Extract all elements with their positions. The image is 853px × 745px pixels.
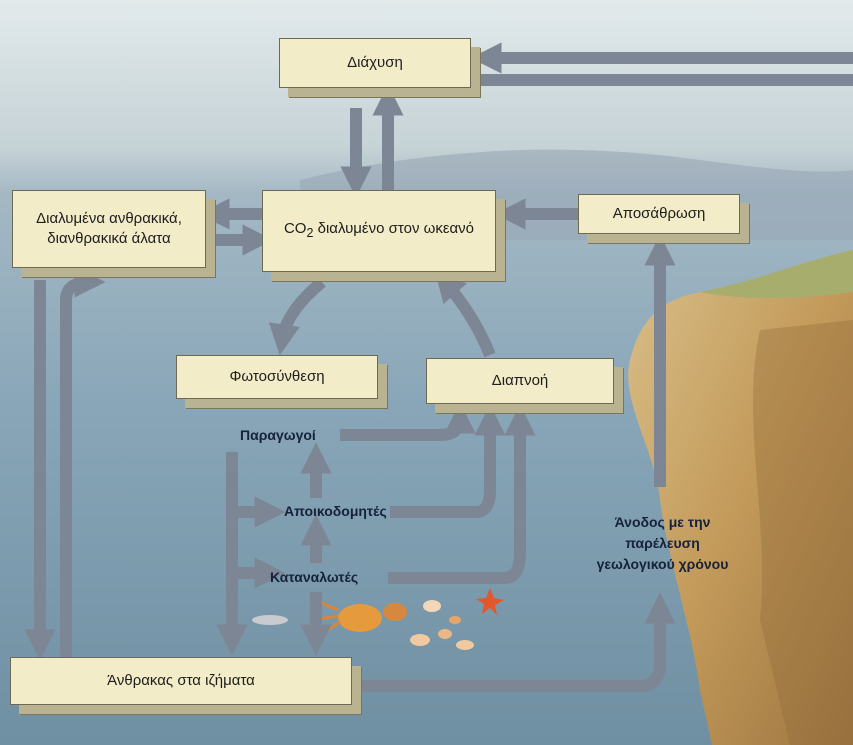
arrow-producers-to-respiration <box>340 402 476 441</box>
respiration-label: Διαπνοή <box>491 372 549 389</box>
consumers-label: Καταναλωτές <box>270 569 359 585</box>
co2-prefix: CO <box>283 220 307 237</box>
dissolved-carbonates-label: Διαλυμένα ανθρακικά, διανθρακικά άλατα <box>36 210 182 247</box>
diffusion-label: Διάχυση <box>347 54 403 71</box>
dissolved-carbonates-box: Διαλυμένα ανθρακικά, διανθρακικά άλατα <box>12 190 206 268</box>
arrow-sediment-uplift <box>356 592 676 692</box>
photosynthesis-box: Φωτοσύνθεση <box>176 355 378 399</box>
marine-life-illustration <box>252 588 504 650</box>
coastal-cliff <box>628 250 853 745</box>
arrow-consumers-to-respiration <box>388 404 536 584</box>
co2-suffix: διαλυμένο στον ωκεανό <box>313 220 475 237</box>
decomposers-label: Αποικοδομητές <box>284 503 387 519</box>
sediment-carbon-box: Άνθρακας στα ιζήματα <box>10 657 352 705</box>
uplift-label: Άνοδος με την παρέλευση γεωλογικού χρόνο… <box>596 514 729 572</box>
producers-label: Παραγωγοί <box>240 427 316 443</box>
photosynthesis-label: Φωτοσύνθεση <box>229 368 325 385</box>
cliff-grass <box>700 250 853 298</box>
diffusion-box: Διάχυση <box>279 38 471 88</box>
sediment-carbon-label: Άνθρακας στα ιζήματα <box>107 672 255 689</box>
co2-ocean-box: CO2 διαλυμένο στον ωκεανό <box>262 190 496 272</box>
respiration-box: Διαπνοή <box>426 358 614 404</box>
co2-subscript: 2 <box>306 226 314 240</box>
arrow-decomposers-to-respiration <box>390 404 506 518</box>
arrow-co2-to-photosynthesis <box>268 277 326 356</box>
co2-ocean-label: CO2 διαλυμένο στον ωκεανό <box>284 219 474 243</box>
cliff-shading <box>752 320 853 745</box>
arrow-respiration-to-co2 <box>434 270 496 358</box>
arrow-sediment-to-carbonates <box>60 266 106 660</box>
weathering-box: Αποσάθρωση <box>578 194 740 234</box>
weathering-label: Αποσάθρωση <box>612 205 706 222</box>
